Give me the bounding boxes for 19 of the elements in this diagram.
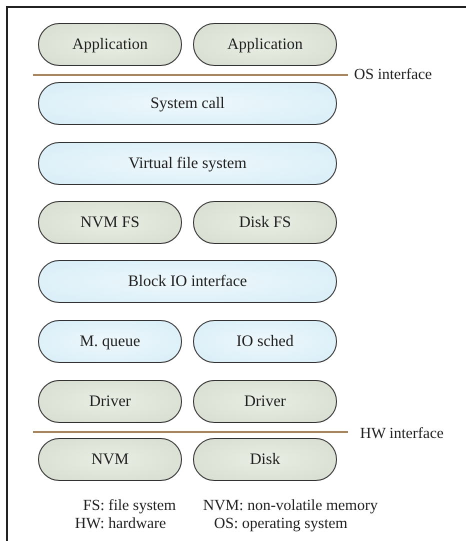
interface-label: HW interface	[360, 425, 444, 443]
layer-box: Driver	[193, 380, 337, 423]
layer-box: Virtual file system	[38, 142, 337, 185]
layer-box: Driver	[38, 380, 182, 423]
layer-box: NVM	[38, 438, 182, 481]
abbreviation-note: HW: hardware	[74, 515, 166, 533]
layer-box: Disk FS	[193, 201, 337, 244]
layer-box: Application	[38, 23, 182, 66]
layer-box: IO sched	[193, 320, 337, 363]
layer-box: Application	[193, 23, 337, 66]
interface-label: OS interface	[354, 66, 432, 84]
abbreviation-note: OS: operating system	[214, 515, 348, 533]
layer-box: Block IO interface	[38, 260, 337, 303]
layer-box: System call	[38, 82, 337, 125]
abbreviation-note: FS: file system	[82, 497, 176, 515]
abbreviation-note: NVM: non-volatile memory	[203, 497, 378, 515]
layer-box: NVM FS	[38, 201, 182, 244]
layer-box: Disk	[193, 438, 337, 481]
layer-box: M. queue	[38, 320, 182, 363]
